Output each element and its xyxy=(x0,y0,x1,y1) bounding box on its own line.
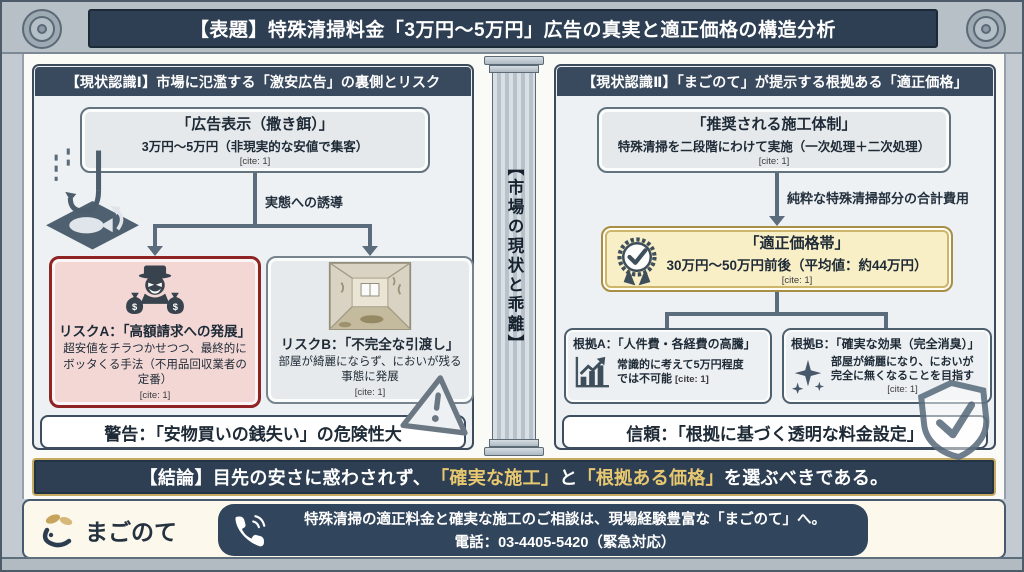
crest-emblem-icon xyxy=(966,9,1006,49)
connector-line xyxy=(665,312,888,316)
connector-line xyxy=(884,312,888,328)
connector-line xyxy=(153,224,372,228)
crest-emblem-icon xyxy=(22,9,62,49)
conclusion-bar: 【結論】目先の安さに惑わされず、「確実な施工」と「根拠ある価格」を選ぶべきである… xyxy=(32,458,996,496)
basis-a-title: 根拠A：「人件費・各経費の高騰」 xyxy=(573,337,756,351)
left-flow-label: 実態への誘導 xyxy=(265,195,344,210)
contact-line2: 電話：03-4405-5420（緊急対応） xyxy=(454,535,676,551)
citation: [cite: 1] xyxy=(781,275,813,286)
pillar-capital xyxy=(489,65,539,73)
connector-line xyxy=(253,173,257,224)
citation: [cite: 1] xyxy=(758,156,790,167)
basis-b-box: 根拠B：「確実な効果（完全消臭）」 部屋が綺麗になり、においが 完全に無くなるこ… xyxy=(782,328,992,404)
basis-b-body: 部屋が綺麗になり、においが 完全に無くなることを目指す xyxy=(831,356,974,383)
award-badge-check-icon xyxy=(615,237,659,292)
phone-call-icon xyxy=(235,515,266,547)
rising-bar-chart-icon xyxy=(575,356,609,388)
svg-text:$: $ xyxy=(173,302,179,312)
risk-a-title: リスクA：「高額請求への発展」 xyxy=(59,324,251,340)
conclusion-text: 【結論】目先の安さに惑わされず、 xyxy=(139,468,432,488)
shield-check-icon xyxy=(914,378,996,467)
conclusion-highlight: 「根拠ある価格」 xyxy=(577,468,724,488)
price-box-line: 30万円〜50万円前後（平均値：約44万円） xyxy=(666,258,928,273)
connector-line xyxy=(775,292,779,312)
conclusion-text: を選ぶべきである。 xyxy=(723,468,889,488)
panel-cheap-ads: 【現状認識Ⅰ】市場に氾濫する「激安広告」の裏側とリスク 「広告表示（撒き餌）」 … xyxy=(32,64,474,450)
pillar-base xyxy=(484,447,544,456)
connector-line xyxy=(368,224,372,246)
brand-name: まごのて xyxy=(85,519,177,545)
page-title: 【表題】特殊清掃料金「3万円〜5万円」広告の真実と適正価格の構造分析 xyxy=(88,9,938,48)
citation: [cite: 1] xyxy=(139,390,171,401)
price-box-title: 「適正価格帯」 xyxy=(744,235,850,252)
dirty-room-image xyxy=(328,262,412,330)
pillar-capital xyxy=(484,56,544,65)
magonote-hand-logo-icon xyxy=(42,514,73,548)
basis-a-box: 根拠A：「人件費・各経費の高騰」 常識的に考えて5万円程度 では不可能[cite… xyxy=(564,328,772,404)
basis-a-body: 常識的に考えて5万円程度 では不可能[cite: 1] xyxy=(617,358,744,385)
warning-band: 警告：「安物買いの銭失い」の危険性大 xyxy=(40,415,466,449)
risk-a-body: 超安値をチラつかせつつ、最終的に ボッタくる手法（不用品回収業者の定番） xyxy=(63,343,247,387)
right-panel-title: 【現状認識Ⅱ】「まごのて」が提示する根拠ある「適正価格」 xyxy=(557,67,993,96)
citation: [cite: 1] xyxy=(239,156,271,167)
arrow-down-icon xyxy=(769,216,785,226)
contact-box: 特殊清掃の適正料金と確実な施工のご相談は、現場経験豊富な「まごのて」へ。 電話：… xyxy=(218,504,868,556)
pillar-label: 【市場の現状と乖離】 xyxy=(505,158,523,354)
connector-line xyxy=(775,173,779,216)
connector-line xyxy=(153,224,157,246)
right-flow-label: 純粋な特殊清掃部分の合計費用 xyxy=(787,191,970,206)
risk-b-box: リスクB：「不完全な引渡し」 部屋が綺麗にならず、においが残る 事態に発展 [c… xyxy=(266,256,474,404)
connector-line xyxy=(665,312,669,328)
warning-triangle-icon xyxy=(400,370,474,445)
plan-box-line: 特殊清掃を二段階にわけて実施（一次処理＋二次処理） xyxy=(617,140,931,154)
ad-box-title: 「広告表示（撒き餌）」 xyxy=(176,116,334,133)
basis-b-title: 根拠B：「確実な効果（完全消臭）」 xyxy=(791,337,980,351)
citation: [cite: 1] xyxy=(675,373,709,385)
left-panel-title: 【現状認識Ⅰ】市場に氾濫する「激安広告」の裏側とリスク xyxy=(35,67,471,96)
header-band: 【表題】特殊清掃料金「3万円〜5万円」広告の真実と適正価格の構造分析 xyxy=(2,2,1022,54)
sparkles-icon xyxy=(791,359,825,394)
conclusion-highlight: 「確実な施工」 xyxy=(431,468,560,488)
trust-band: 信頼：「根拠に基づく透明な料金設定」 xyxy=(562,415,988,449)
central-pillar: 【市場の現状と乖離】 xyxy=(483,56,545,456)
fair-price-box: 「適正価格帯」 30万円〜50万円前後（平均値：約44万円） [cite: 1] xyxy=(601,226,953,292)
pillar-shaft: 【市場の現状と乖離】 xyxy=(492,73,536,439)
contact-line1: 特殊清掃の適正料金と確実な施工のご相談は、現場経験豊富な「まごのて」へ。 xyxy=(304,512,826,528)
plan-box-title: 「推奨される施工体制」 xyxy=(691,116,857,133)
conclusion-text: と xyxy=(559,468,578,488)
ad-box-line: 3万円〜5万円（非現実的な安値で集客） xyxy=(141,140,369,154)
brand-logo: まごのて xyxy=(36,510,177,550)
citation: [cite: 1] xyxy=(354,387,386,398)
panel-fair-price: 【現状認識Ⅱ】「まごのて」が提示する根拠ある「適正価格」 「推奨される施工体制」… xyxy=(554,64,996,461)
arrow-down-icon xyxy=(362,246,378,256)
risk-b-body: 部屋が綺麗にならず、においが残る 事態に発展 xyxy=(278,355,462,384)
svg-text:$: $ xyxy=(132,302,138,312)
arrow-down-icon xyxy=(147,246,163,256)
recommended-plan-box: 「推奨される施工体制」 特殊清掃を二段階にわけて実施（一次処理＋二次処理） [c… xyxy=(597,107,951,173)
risk-a-box: $ $ リスクA：「高額請求への発展」 超安値をチラつかせつつ、最終的に ボッタ… xyxy=(49,256,261,408)
risk-b-title: リスクB：「不完全な引渡し」 xyxy=(280,336,460,352)
pillar-base xyxy=(489,439,539,447)
ad-display-box: 「広告表示（撒き餌）」 3万円〜5万円（非現実的な安値で集客） [cite: 1… xyxy=(80,107,430,173)
bandit-money-bags-icon: $ $ xyxy=(126,265,184,315)
citation: [cite: 1] xyxy=(887,383,918,395)
base-bar xyxy=(2,557,1022,570)
fishing-hook-bait-icon xyxy=(40,144,146,261)
